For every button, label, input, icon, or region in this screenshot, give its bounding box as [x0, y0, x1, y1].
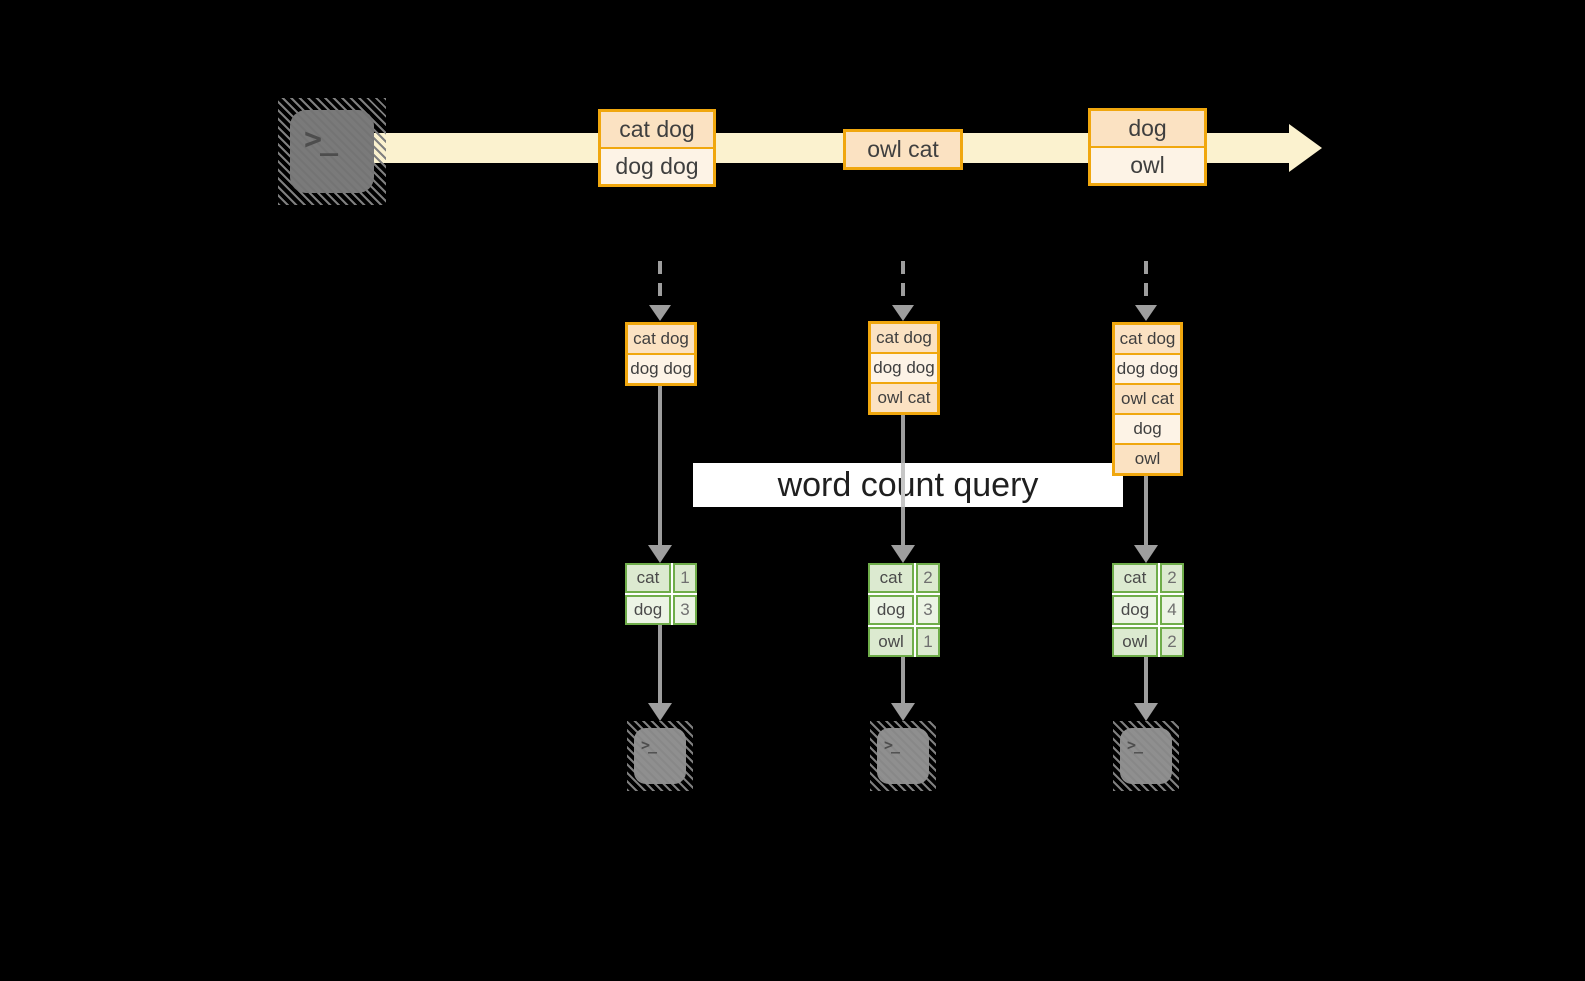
- result-count-cell: 3: [673, 595, 697, 625]
- state-row: cat dog: [1115, 325, 1180, 353]
- result-word-cell: cat: [868, 563, 914, 593]
- sink-terminal-icon: >_: [1113, 721, 1179, 791]
- arrowhead-down-icon: [648, 703, 672, 721]
- result-table-1: cat 1 dog 3: [625, 563, 697, 625]
- result-count-cell: 2: [1160, 563, 1184, 593]
- state-row: dog dog: [871, 354, 937, 382]
- arrowhead-down-icon: [649, 305, 671, 321]
- state-row: cat dog: [871, 324, 937, 352]
- state-row: dog dog: [628, 355, 694, 383]
- state-to-result-line: [658, 386, 662, 545]
- stream-batch-box-1: cat dog dog dog: [598, 109, 716, 187]
- terminal-screen: >_: [877, 728, 929, 784]
- query-band: word count query: [693, 463, 1123, 507]
- state-box-2: cat dog dog dog owl cat: [868, 321, 940, 415]
- result-count-cell: 4: [1160, 595, 1184, 625]
- source-terminal-icon: >_: [278, 98, 386, 205]
- state-box-3: cat dog dog dog owl cat dog owl: [1112, 322, 1183, 476]
- result-count-cell: 2: [1160, 627, 1184, 657]
- arrowhead-down-icon: [1134, 545, 1158, 563]
- result-count-cell: 3: [916, 595, 940, 625]
- query-label: word count query: [777, 465, 1039, 504]
- result-count-cell: 1: [673, 563, 697, 593]
- state-box-1: cat dog dog dog: [625, 322, 697, 386]
- stream-batch-line: dog: [1091, 111, 1204, 146]
- sink-terminal-icon: >_: [627, 721, 693, 791]
- batch-to-state-dashed-line: [901, 261, 905, 307]
- terminal-prompt-glyph: >_: [304, 122, 338, 157]
- state-row: dog: [1115, 415, 1180, 443]
- sink-terminal-icon: >_: [870, 721, 936, 791]
- arrowhead-down-icon: [891, 703, 915, 721]
- state-row: owl cat: [1115, 385, 1180, 413]
- terminal-prompt-glyph: >_: [1127, 736, 1143, 754]
- result-table-3: cat 2 dog 4 owl 2: [1112, 563, 1184, 657]
- result-table-2: cat 2 dog 3 owl 1: [868, 563, 940, 657]
- result-to-sink-line: [901, 657, 905, 703]
- terminal-screen: >_: [290, 110, 374, 193]
- result-count-cell: 1: [916, 627, 940, 657]
- result-word-cell: owl: [1112, 627, 1158, 657]
- stream-batch-box-3: dog owl: [1088, 108, 1207, 186]
- result-word-cell: dog: [868, 595, 914, 625]
- line-through-query-band: [901, 463, 905, 507]
- result-word-cell: cat: [1112, 563, 1158, 593]
- state-row: cat dog: [628, 325, 694, 353]
- stream-batch-line: owl: [1091, 148, 1204, 183]
- result-word-cell: cat: [625, 563, 671, 593]
- arrowhead-down-icon: [892, 305, 914, 321]
- stream-batch-line: cat dog: [601, 112, 713, 147]
- state-row: dog dog: [1115, 355, 1180, 383]
- result-to-sink-line: [1144, 657, 1148, 703]
- batch-to-state-dashed-line: [1144, 261, 1148, 307]
- result-word-cell: dog: [1112, 595, 1158, 625]
- batch-to-state-dashed-line: [658, 261, 662, 307]
- result-count-cell: 2: [916, 563, 940, 593]
- terminal-prompt-glyph: >_: [884, 736, 900, 754]
- result-word-cell: owl: [868, 627, 914, 657]
- stream-batch-box-2: owl cat: [843, 129, 963, 170]
- state-row: owl cat: [871, 384, 937, 412]
- arrowhead-down-icon: [1134, 703, 1158, 721]
- arrowhead-down-icon: [891, 545, 915, 563]
- stream-batch-line: owl cat: [846, 132, 960, 167]
- arrowhead-down-icon: [1135, 305, 1157, 321]
- stream-arrowhead-icon: [1289, 124, 1322, 172]
- terminal-prompt-glyph: >_: [641, 736, 657, 754]
- terminal-screen: >_: [1120, 728, 1172, 784]
- result-word-cell: dog: [625, 595, 671, 625]
- state-row: owl: [1115, 445, 1180, 473]
- result-to-sink-line: [658, 625, 662, 703]
- state-to-result-line: [1144, 476, 1148, 545]
- arrowhead-down-icon: [648, 545, 672, 563]
- stream-batch-line: dog dog: [601, 149, 713, 184]
- terminal-screen: >_: [634, 728, 686, 784]
